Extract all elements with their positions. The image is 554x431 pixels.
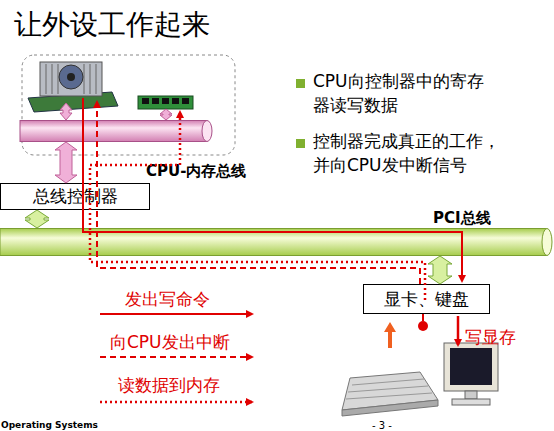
bus-body <box>20 121 207 142</box>
monitor-illustration <box>444 343 498 405</box>
write-vram-arrow <box>457 316 460 345</box>
bullet-text: 控制器完成真正的工作， 并向CPU发中断信号 <box>313 130 528 178</box>
memory-stick <box>138 96 193 109</box>
memory-bus: CPU-内存总线 <box>20 120 212 142</box>
input-arrow <box>384 322 396 348</box>
bullet-square <box>296 139 305 148</box>
bullet-text: CPU向控制器中的寄存 器读写数据 <box>313 70 513 118</box>
legend-text: 向CPU发出中断 <box>110 331 230 354</box>
cpu-bus-arrow <box>60 103 72 120</box>
bus-connector-arrow <box>55 142 77 183</box>
keyboard-illustration <box>342 372 438 416</box>
legend-text: 发出写命令 <box>125 288 210 311</box>
box-label: 总线控制器 <box>33 185 118 208</box>
bus-controller-box: 总线控制器 <box>0 183 150 210</box>
slide-title: 让外设工作起来 <box>14 6 210 44</box>
legend-solid-line <box>100 313 252 315</box>
bus-end <box>542 229 552 256</box>
box-label: 显卡、键盘 <box>384 288 469 311</box>
device-controller-box: 显卡、键盘 <box>363 284 490 314</box>
legend-dashed-line <box>100 356 252 358</box>
page-number: - 3 - <box>372 419 392 431</box>
cpu-illustration <box>28 62 118 112</box>
input-dot <box>418 321 428 331</box>
bus-connector-arrow <box>428 256 452 284</box>
legend-dotted-line <box>100 401 252 404</box>
footer-text: Operating Systems <box>1 419 98 431</box>
bus-connector-arrow <box>25 210 49 228</box>
bullet-square <box>296 79 305 88</box>
memory-bus-arrow <box>160 109 172 120</box>
bus-end <box>202 121 212 142</box>
bus-body <box>0 229 547 256</box>
bus-cylinder <box>20 120 212 142</box>
bus-label: PCI总线 <box>433 209 491 228</box>
signal-label: 写显存 <box>465 326 516 350</box>
input-line <box>422 314 424 321</box>
legend-text: 读数据到内存 <box>118 374 220 397</box>
